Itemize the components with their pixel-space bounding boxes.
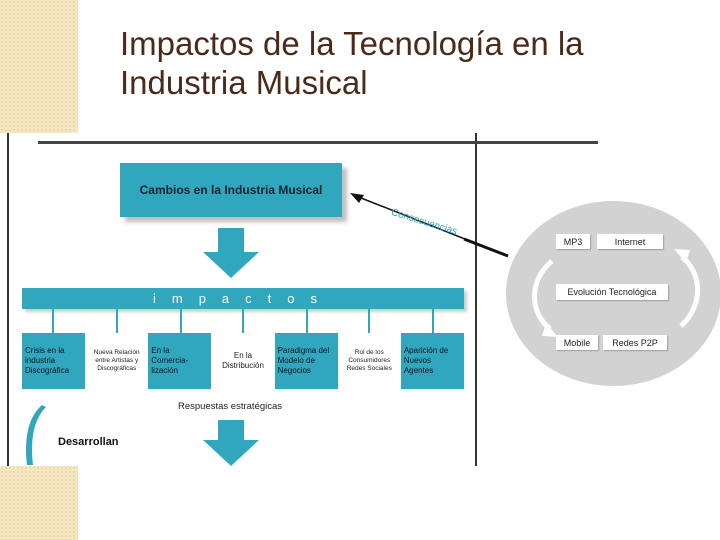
changes-box: Cambios en la Industria Musical: [120, 163, 342, 217]
cycle-arrows-icon: [532, 249, 701, 337]
impact-box: Crisis en la industria Discográfica: [22, 333, 86, 389]
consequences-arrow-icon: [350, 193, 509, 258]
cycle-item-label: Mobile: [563, 337, 591, 348]
impacts-connectors: [22, 309, 464, 333]
left-border-line: [7, 133, 9, 466]
curved-accent-icon: [26, 405, 46, 465]
down-arrow-1-stem: [218, 228, 244, 252]
impact-label: En la Distribución: [222, 351, 264, 370]
impact-box: Rol de los Consumidores Redes Sociales: [337, 333, 401, 389]
cycle-item-label: MP3: [563, 236, 583, 247]
impact-label: Rol de los Consumidores Redes Sociales: [346, 349, 392, 372]
connector-tick: [116, 309, 118, 333]
connector-tick: [242, 309, 244, 333]
cycle-item-mp3: MP3: [556, 234, 590, 249]
impact-box: En la Distribución: [211, 333, 275, 389]
impact-box: Aparición de Nuevos Agentes: [400, 333, 464, 389]
down-arrow-1-icon: [203, 252, 259, 278]
impact-label: Crisis en la industria Discográfica: [25, 346, 70, 375]
divider-line: [475, 133, 477, 466]
cycle-item-p2p: Redes P2P: [603, 335, 667, 350]
down-arrow-2-stem: [218, 420, 244, 440]
impacts-header-bar: Impactos: [22, 288, 464, 309]
impacts-header-label: Impactos: [152, 291, 334, 306]
down-arrow-2-icon: [203, 440, 259, 466]
changes-box-label: Cambios en la Industria Musical: [139, 183, 323, 197]
top-rule: [38, 141, 598, 144]
decorative-corner-top: [0, 0, 78, 133]
connector-tick: [432, 309, 434, 333]
impacts-row: Crisis en la industria Discográfica Nuev…: [22, 333, 464, 389]
cycle-item-evolution: Evolución Tecnológica: [556, 284, 668, 300]
impact-label: Aparición de Nuevos Agentes: [403, 346, 449, 375]
connector-tick: [52, 309, 54, 333]
cycle-item-label: Evolución Tecnológica: [567, 287, 657, 297]
slide-title: Impactos de la Tecnología en la Industri…: [120, 25, 584, 101]
cycle-item-label: Redes P2P: [612, 337, 658, 348]
impact-label: Nueva Relación entre Artistas y Discográ…: [93, 349, 140, 372]
cycle-item-label: Internet: [614, 236, 646, 247]
impact-box: Paradigma del Modelo de Negocios: [274, 333, 338, 389]
decorative-corner-bottom: [0, 466, 78, 540]
connector-tick: [180, 309, 182, 333]
impact-label: Paradigma del Modelo de Negocios: [277, 346, 330, 375]
impact-box: En la Comercia- lización: [148, 333, 212, 389]
connector-tick: [306, 309, 308, 333]
connector-tick: [368, 309, 370, 333]
cycle-item-internet: Internet: [597, 234, 663, 249]
develop-label: Desarrollan: [58, 436, 119, 448]
responses-label: Respuestas estratégicas: [178, 401, 283, 412]
impact-label: En la Comercia- lización: [151, 346, 189, 375]
impact-box: Nueva Relación entre Artistas y Discográ…: [85, 333, 149, 389]
cycle-item-mobile: Mobile: [556, 335, 598, 350]
